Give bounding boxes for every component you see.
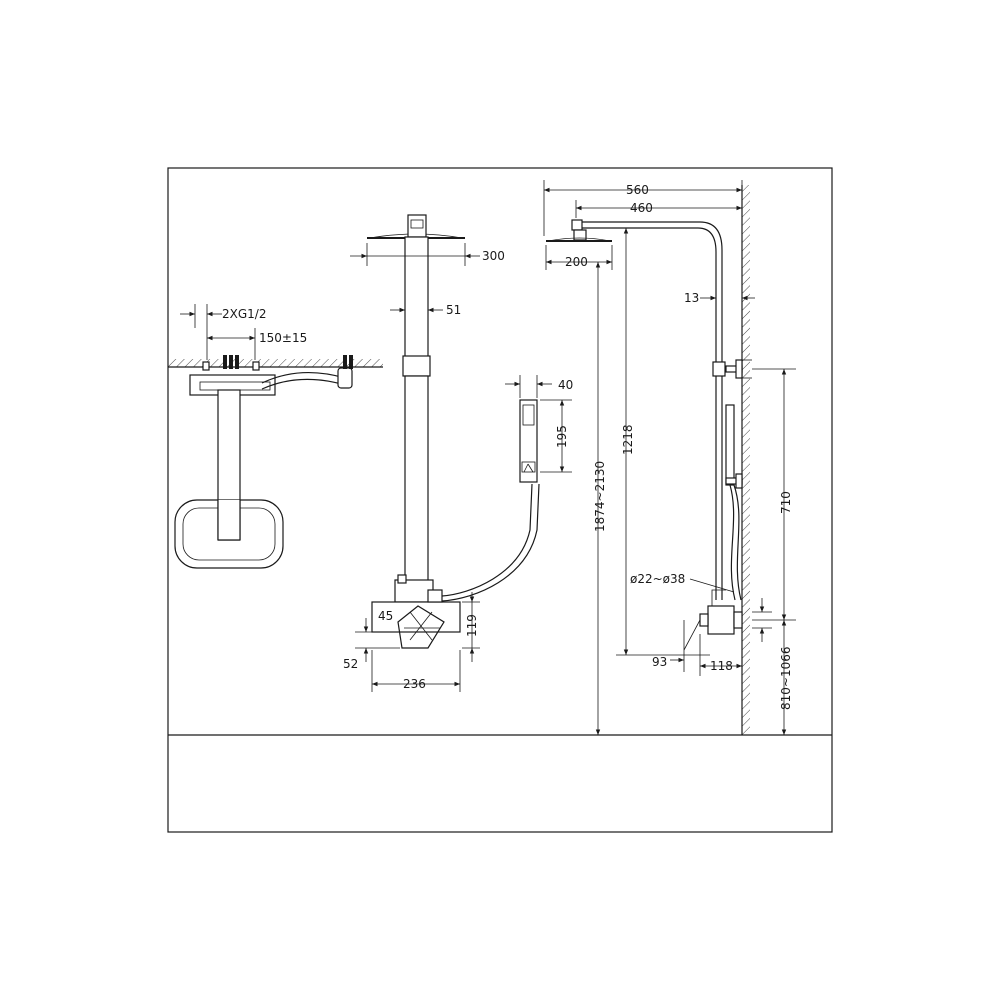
body-width-label: 236: [403, 677, 426, 691]
wall-gap-label: 13: [684, 291, 699, 305]
side-view: [543, 180, 796, 736]
handset-length-label: 195: [555, 425, 569, 448]
front-view: [350, 214, 572, 692]
overall-reach-label: 560: [626, 183, 649, 197]
hose-diameter-label: ø22~ø38: [630, 572, 685, 586]
head-size-label: 200: [565, 255, 588, 269]
valve-depth-label: 118: [710, 659, 733, 673]
inlet-size-label: 2XG1/2: [222, 307, 266, 321]
head-width-label: 300: [482, 249, 505, 263]
valve-height-label: 810~1066: [779, 647, 793, 711]
body-offset-label: 45: [378, 609, 393, 623]
body-height-label: 119: [465, 614, 479, 637]
overall-height-label: 1874~2130: [593, 461, 607, 532]
pipe-diameter-label: 51: [446, 303, 461, 317]
handset-width-label: 40: [558, 378, 573, 392]
top-view: [168, 304, 383, 569]
valve-offset-label: 93: [652, 655, 667, 669]
arm-length-label: 460: [630, 201, 653, 215]
bracket-height-label: 710: [779, 491, 793, 514]
drawing-frame: [167, 167, 833, 833]
inlet-spacing-label: 150±15: [259, 331, 307, 345]
column-height-label: 1218: [621, 424, 635, 455]
body-depth-label: 52: [343, 657, 358, 671]
